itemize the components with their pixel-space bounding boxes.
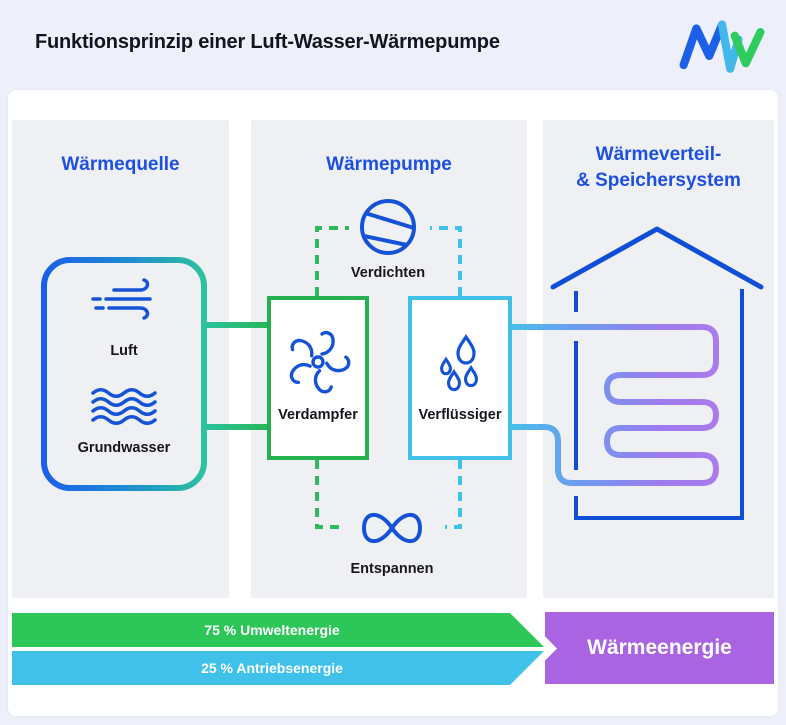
logo-v2-stroke xyxy=(730,28,765,68)
label-entspannen: Entspannen xyxy=(350,561,434,577)
page-title: Funktionsprinzip einer Luft-Wasser-Wärme… xyxy=(35,31,500,53)
mvv-logo xyxy=(679,20,765,73)
column-title-source: Wärmequelle xyxy=(61,154,180,175)
label-grundwasser: Grundwasser xyxy=(77,440,171,456)
logo-m-stroke xyxy=(679,20,727,70)
label-luft: Luft xyxy=(110,343,138,359)
label-verdampfer: Verdampfer xyxy=(278,407,358,423)
column-heat-pump: Wärmepumpe xyxy=(251,120,527,598)
column-heat-source: Wärmequelle xyxy=(12,120,229,598)
label-verdichten: Verdichten xyxy=(350,265,426,281)
column-title-distribution: Wärmeverteil- & Speichersystem xyxy=(576,144,741,191)
label-verfluessiger: Verflüssiger xyxy=(418,407,502,423)
column-title-pump: Wärmepumpe xyxy=(326,154,452,175)
label-environment-energy: 75 % Umweltenergie xyxy=(204,622,340,638)
logo-v1-stroke xyxy=(717,20,743,73)
column-distribution: Wärmeverteil- & Speichersystem xyxy=(543,120,774,598)
label-drive-energy: 25 % Antriebsenergie xyxy=(201,660,343,676)
label-heat-energy: Wärmeenergie xyxy=(587,636,732,659)
